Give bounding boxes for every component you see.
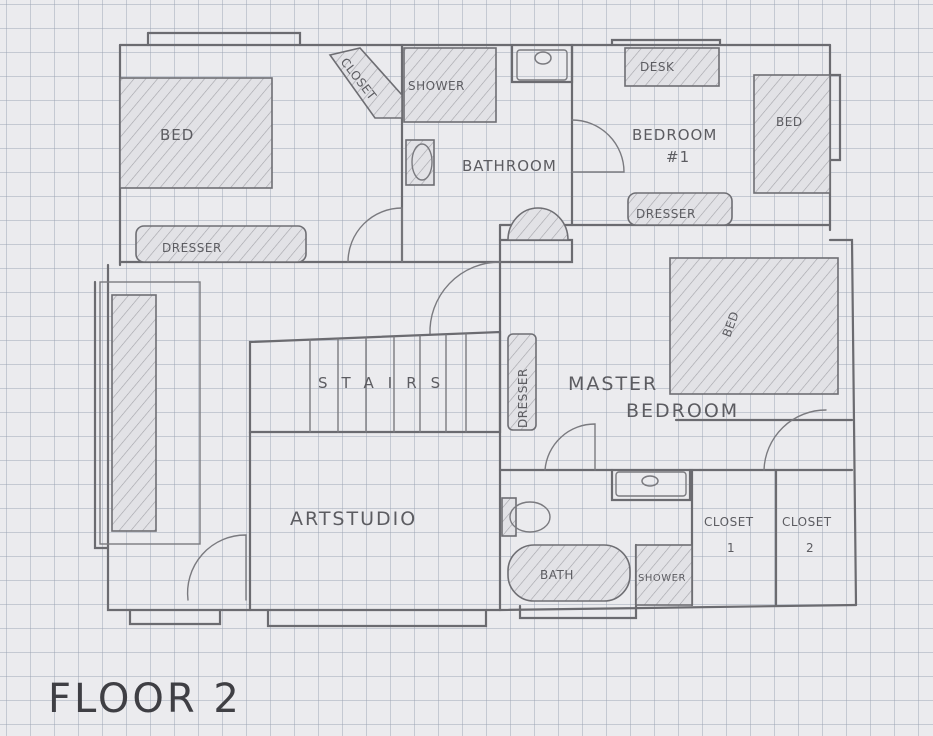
- toilet-master: [509, 501, 551, 533]
- sink-master: [641, 475, 659, 487]
- stairs: [248, 330, 502, 612]
- label-art-studio: ARTSTUDIO: [290, 508, 417, 530]
- shower-bottom: [635, 544, 693, 606]
- label-dresser-bedroom1: DRESSER: [636, 207, 696, 221]
- label-bed-left: BED: [160, 126, 194, 144]
- room-labels: BED CLOSET SHOWER BATHROOM DESK BEDROOM …: [48, 55, 832, 722]
- label-closet1-line1: CLOSET: [704, 515, 754, 529]
- dresser-bedroom1: [627, 192, 733, 226]
- label-bathroom: BATHROOM: [462, 157, 557, 175]
- label-master-line1: MASTER: [568, 373, 658, 395]
- label-master-line2: BEDROOM: [626, 400, 739, 422]
- desk: [624, 47, 720, 87]
- label-bedroom1-line1: BEDROOM: [632, 126, 717, 144]
- bathtub: [507, 544, 631, 602]
- label-bath: BATH: [540, 568, 574, 582]
- dresser-vertical: [507, 333, 537, 431]
- label-closet2-line2: 2: [806, 541, 814, 555]
- label-bed-right: BED: [776, 115, 803, 129]
- bed-left: [119, 77, 273, 189]
- label-bedroom1-line2: #1: [666, 148, 690, 166]
- label-dresser-vertical: DRESSER: [516, 368, 530, 428]
- label-closet1-line2: 1: [727, 541, 735, 555]
- bed-right: [753, 74, 831, 194]
- floor-title: FLOOR 2: [48, 676, 242, 722]
- sink-top: [534, 51, 552, 65]
- bed-master: [669, 257, 839, 395]
- label-shower-top: SHOWER: [408, 79, 465, 93]
- dresser-top-left: [135, 225, 307, 263]
- doors: [186, 119, 827, 601]
- label-closet2-line1: CLOSET: [782, 515, 832, 529]
- label-shower-bottom: SHOWER: [638, 573, 686, 584]
- sink-bathroom: [507, 207, 569, 241]
- label-dresser-top-left: DRESSER: [162, 241, 222, 255]
- closet-top: [328, 47, 403, 119]
- label-stairs: STAIRS: [318, 374, 454, 392]
- label-desk: DESK: [640, 60, 675, 74]
- bed-side-left: [111, 294, 157, 532]
- toilet-top: [405, 139, 435, 186]
- furniture: [99, 47, 839, 606]
- shower-top: [403, 47, 497, 123]
- toilet-master-tank: [501, 497, 517, 537]
